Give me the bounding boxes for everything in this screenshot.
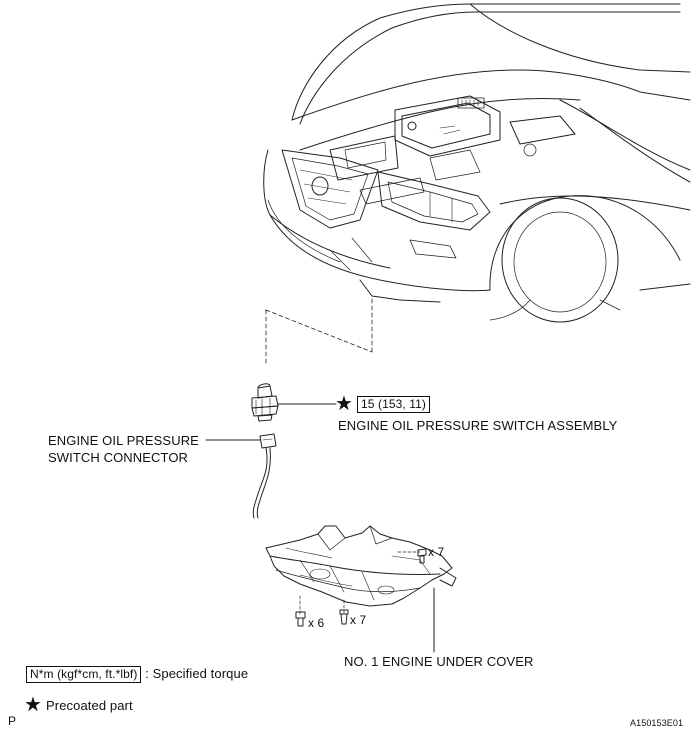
legend-torque-unit: N*m (kgf*cm, ft.*lbf) bbox=[26, 666, 142, 683]
location-leader bbox=[265, 295, 373, 365]
clip-icon bbox=[339, 609, 349, 625]
figure-id: A150153E01 bbox=[630, 718, 684, 728]
connector-illustration bbox=[252, 433, 277, 519]
legend-precoated-desc: Precoated part bbox=[46, 698, 133, 713]
under-cover-label: NO. 1 ENGINE UNDER COVER bbox=[344, 654, 534, 669]
clip-qty-bottom: x 7 bbox=[350, 613, 367, 627]
oil-pressure-switch-illustration bbox=[251, 383, 279, 422]
legend-star-icon: ★ bbox=[24, 694, 43, 716]
legend-torque: N*m (kgf*cm, ft.*lbf) : Specified torque bbox=[26, 666, 248, 683]
connector-label-line2: SWITCH CONNECTOR bbox=[48, 450, 189, 465]
bolt-qty-left: x 6 bbox=[308, 616, 325, 630]
torque-spec-box: 15 (153, 11) bbox=[357, 396, 431, 413]
corner-letter: P bbox=[8, 714, 17, 728]
connector-label-line1: ENGINE OIL PRESSURE bbox=[48, 433, 199, 448]
bolt-icon bbox=[417, 548, 427, 564]
bolt-qty-top: x 7 bbox=[428, 545, 445, 559]
vehicle-front-illustration bbox=[263, 3, 691, 323]
under-cover-illustration bbox=[265, 525, 457, 607]
legend-torque-desc: : Specified torque bbox=[145, 666, 249, 681]
torque-value: 15 (153, 11) bbox=[357, 396, 431, 413]
bolt-icon bbox=[295, 611, 306, 627]
switch-assembly-label: ENGINE OIL PRESSURE SWITCH ASSEMBLY bbox=[338, 418, 618, 433]
precoat-star-icon: ★ bbox=[335, 393, 354, 415]
